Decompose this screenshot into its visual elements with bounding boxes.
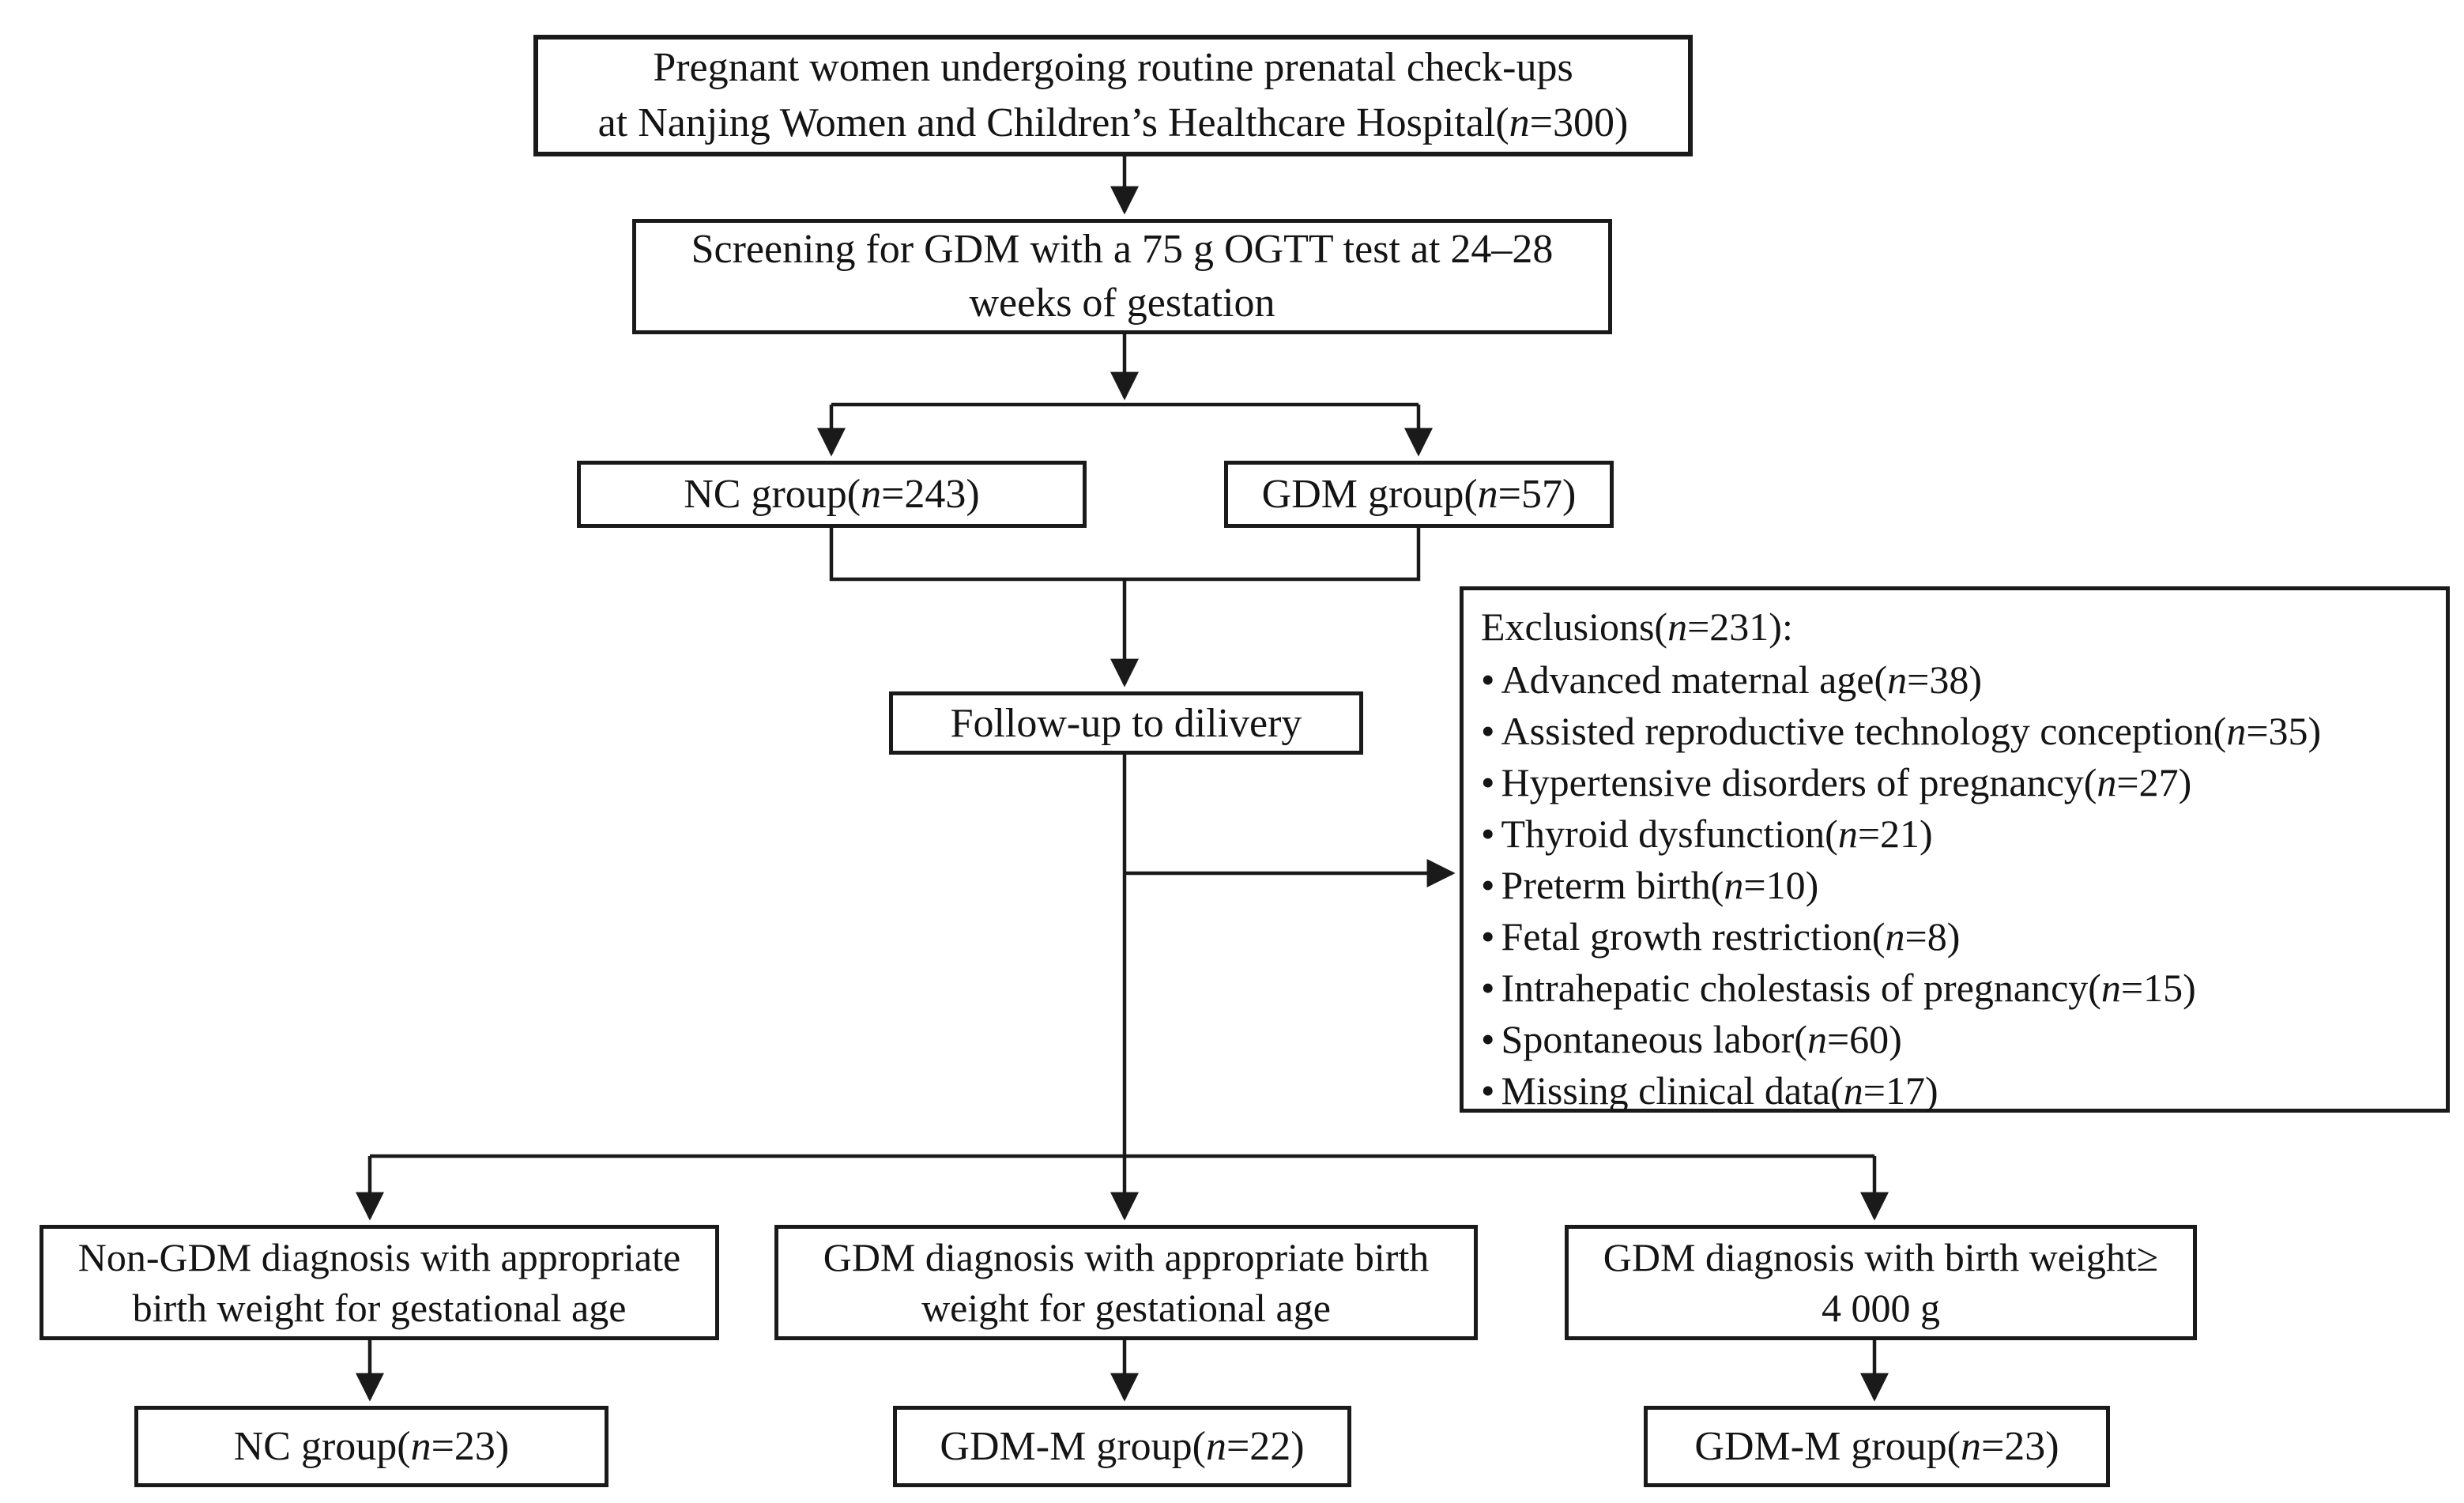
exclusion-item-label: Fetal growth restriction(n=8)	[1501, 914, 1961, 959]
bullet-icon: •	[1481, 1017, 1495, 1061]
exclusion-item: • Advanced maternal age(n=38)	[1481, 654, 2428, 706]
node-final-gdm-m-23-label: GDM-M group(n=23)	[1694, 1424, 2059, 1469]
exclusion-item: • Preterm birth(n=10)	[1481, 860, 2428, 911]
node-final-gdm-m-23: GDM-M group(n=23)	[1644, 1406, 2110, 1487]
bullet-icon: •	[1481, 709, 1495, 753]
node-nc-group-label: NC group(n=243)	[684, 472, 980, 517]
node-gdm-group-label: GDM group(n=57)	[1261, 472, 1577, 517]
exclusion-item-label: Intrahepatic cholestasis of pregnancy(n=…	[1501, 966, 2196, 1010]
exclusion-item-label: Missing clinical data(n=17)	[1501, 1068, 1938, 1113]
bullet-icon: •	[1481, 760, 1495, 804]
bullet-icon: •	[1481, 863, 1495, 907]
bullet-icon: •	[1481, 966, 1495, 1010]
exclusion-item: • Fetal growth restriction(n=8)	[1481, 911, 2428, 962]
node-recruitment-label: Pregnant women undergoing routine prenat…	[597, 45, 1629, 145]
exclusion-item-label: Thyroid dysfunction(n=21)	[1501, 812, 1933, 856]
node-screening: Screening for GDM with a 75 g OGTT test …	[632, 219, 1612, 334]
node-final-nc-group-label: NC group(n=23)	[233, 1424, 510, 1469]
exclusion-item-label: Hypertensive disorders of pregnancy(n=27…	[1501, 760, 2192, 804]
exclusion-item: • Thyroid dysfunction(n=21)	[1481, 808, 2428, 860]
node-followup: Follow-up to dilivery	[889, 691, 1363, 755]
node-outcome-gdm-macrosomia-label: GDM diagnosis with birth weight≥ 4 000 g	[1603, 1235, 2159, 1330]
node-outcome-gdm-appropriate-label: GDM diagnosis with appropriate birth wei…	[823, 1235, 1430, 1330]
exclusion-item-label: Assisted reproductive technology concept…	[1501, 709, 2322, 753]
node-exclusions: Exclusions(n=231): • Advanced maternal a…	[1460, 586, 2450, 1113]
node-final-gdm-m-22: GDM-M group(n=22)	[893, 1406, 1351, 1487]
exclusion-item: • Intrahepatic cholestasis of pregnancy(…	[1481, 962, 2428, 1014]
bullet-icon: •	[1481, 812, 1495, 856]
exclusion-item-label: Advanced maternal age(n=38)	[1501, 657, 1982, 702]
exclusion-item-label: Preterm birth(n=10)	[1501, 863, 1819, 907]
node-nc-group: NC group(n=243)	[577, 461, 1087, 528]
node-recruitment: Pregnant women undergoing routine prenat…	[533, 35, 1693, 156]
node-outcome-gdm-macrosomia: GDM diagnosis with birth weight≥ 4 000 g	[1565, 1225, 2197, 1340]
node-outcome-non-gdm-label: Non-GDM diagnosis with appropriate birth…	[77, 1235, 681, 1330]
node-outcome-non-gdm: Non-GDM diagnosis with appropriate birth…	[40, 1225, 719, 1340]
node-screening-label: Screening for GDM with a 75 g OGTT test …	[691, 227, 1554, 326]
node-gdm-group: GDM group(n=57)	[1224, 461, 1614, 528]
node-final-nc-group: NC group(n=23)	[134, 1406, 608, 1487]
exclusion-item: • Assisted reproductive technology conce…	[1481, 706, 2428, 757]
bullet-icon: •	[1481, 657, 1495, 702]
exclusion-item-label: Spontaneous labor(n=60)	[1501, 1017, 1902, 1061]
exclusion-item: • Spontaneous labor(n=60)	[1481, 1014, 2428, 1065]
node-final-gdm-m-22-label: GDM-M group(n=22)	[940, 1424, 1305, 1469]
bullet-icon: •	[1481, 914, 1495, 959]
exclusion-item: • Missing clinical data(n=17)	[1481, 1065, 2428, 1117]
node-followup-label: Follow-up to dilivery	[950, 700, 1302, 746]
merge-line-groups	[829, 528, 1421, 582]
node-outcome-gdm-appropriate: GDM diagnosis with appropriate birth wei…	[774, 1225, 1478, 1340]
bullet-icon: •	[1481, 1068, 1495, 1113]
exclusions-title: Exclusions(n=231):	[1481, 605, 1793, 649]
exclusion-item: • Hypertensive disorders of pregnancy(n=…	[1481, 757, 2428, 808]
